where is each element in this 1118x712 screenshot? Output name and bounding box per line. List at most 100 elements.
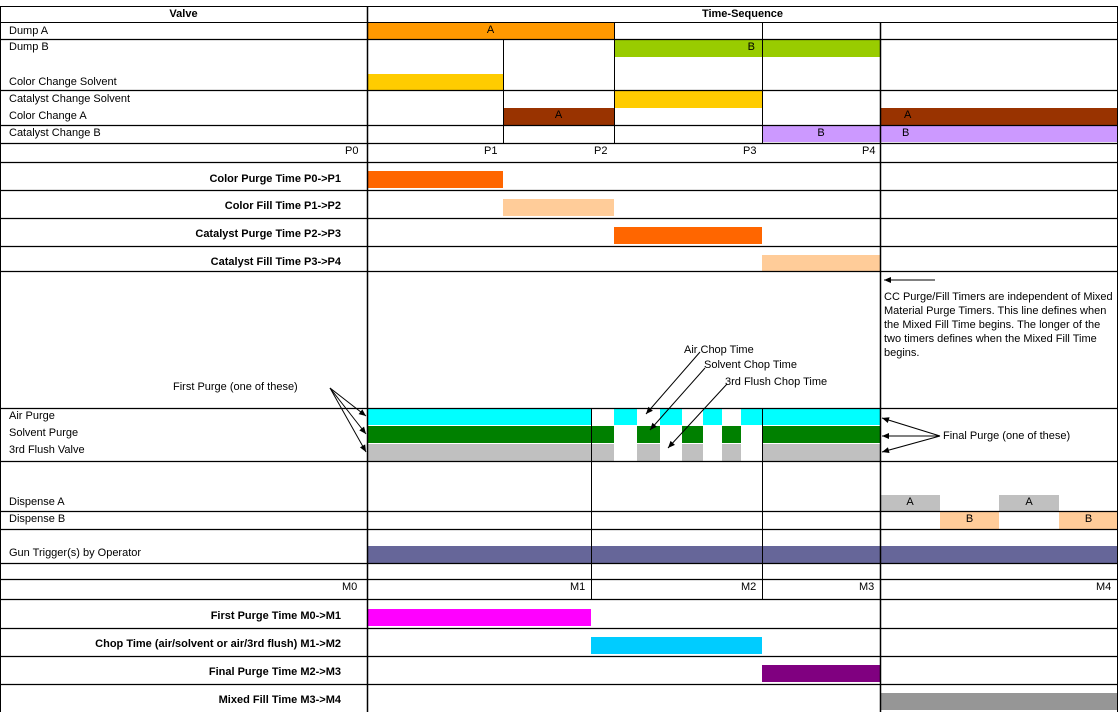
timer-color-fill: Color Fill Time P1->P2 xyxy=(224,200,341,212)
annotation-cc-note: CC Purge/Fill Timers are independent of … xyxy=(884,291,1113,359)
marker-m3: M3 xyxy=(859,581,875,593)
bar-catalyst-change-solvent xyxy=(614,91,762,108)
bar-color-change-a: A xyxy=(503,108,614,125)
bar-color-change-a-right-label: A xyxy=(904,109,912,121)
valve-third-flush: 3rd Flush Valve xyxy=(9,444,85,456)
bar-third-flush-4 xyxy=(762,444,880,461)
arrow-first-purge-flush xyxy=(329,387,367,453)
arrow-final-purge-flush-head xyxy=(882,447,890,454)
timer-final-purge: Final Purge Time M2->M3 xyxy=(208,666,341,678)
bar-third-flush-0 xyxy=(367,444,614,461)
valve-catalyst-change-b: Catalyst Change B xyxy=(9,127,101,139)
bar-dump-b-label: B xyxy=(747,41,755,53)
header-valve: Valve xyxy=(169,8,198,20)
arrow-first-purge-air-head xyxy=(358,409,366,416)
marker-m1: M1 xyxy=(570,581,586,593)
arrow-final-purge-air-head xyxy=(882,417,890,423)
bar-color-change-a-label: A xyxy=(554,109,563,121)
bar-catalyst-change-b: B xyxy=(762,126,880,142)
arrow-flush-chop xyxy=(667,383,728,449)
valve-solvent-purge: Solvent Purge xyxy=(9,427,79,439)
timer-mixed-fill: Mixed Fill Time M3->M4 xyxy=(218,694,341,706)
bar-color-change-a-right: A xyxy=(880,108,1118,125)
marker-p2: P2 xyxy=(594,145,608,157)
marker-p0: P0 xyxy=(345,145,359,157)
bar-third-flush-3 xyxy=(722,444,741,461)
valve-dispense-a: Dispense A xyxy=(9,496,65,508)
bar-catalyst-change-b-label: B xyxy=(817,127,825,139)
annotation-flush-chop: 3rd Flush Chop Time xyxy=(725,376,828,388)
bar-dispense-a-1-label: A xyxy=(906,496,914,508)
arrow-first-purge-solvent xyxy=(329,387,367,435)
annotation-solvent-chop: Solvent Chop Time xyxy=(704,359,797,371)
valve-catalyst-change-solvent: Catalyst Change Solvent xyxy=(9,93,131,105)
bar-chop-time xyxy=(591,637,762,654)
bar-catalyst-change-b-right-label: B xyxy=(902,127,910,139)
bar-dump-a: A xyxy=(367,23,614,39)
bar-dispense-b-2: B xyxy=(1059,512,1118,529)
marker-m0: M0 xyxy=(342,581,358,593)
bar-third-flush-2 xyxy=(682,444,703,461)
marker-p3: P3 xyxy=(743,145,757,157)
bar-catalyst-purge-time xyxy=(614,227,762,244)
bar-mixed-fill-time xyxy=(880,693,1118,710)
arrow-air-chop-head xyxy=(646,406,653,414)
bar-dump-b: B xyxy=(614,40,880,57)
arrow-first-purge-air xyxy=(329,387,367,417)
arrow-solvent-chop xyxy=(649,367,706,431)
bar-solvent-purge-3 xyxy=(722,426,741,443)
bar-air-purge-1 xyxy=(614,409,637,425)
bar-dispense-a-2-label: A xyxy=(1025,496,1033,508)
bar-third-flush-1 xyxy=(637,444,660,461)
bar-final-purge-time xyxy=(762,665,880,682)
timer-first-purge: First Purge Time M0->M1 xyxy=(210,610,341,622)
marker-m2: M2 xyxy=(741,581,757,593)
bar-solvent-purge-0 xyxy=(367,426,614,443)
timer-catalyst-fill: Catalyst Fill Time P3->P4 xyxy=(210,256,341,268)
bar-solvent-purge-2 xyxy=(682,426,703,443)
bar-dispense-b-1-label: B xyxy=(965,513,974,525)
arrow-first-purge-solvent-head xyxy=(359,426,366,434)
arrow-first-purge-flush-head xyxy=(359,444,366,452)
arrow-final-purge-flush xyxy=(881,435,941,453)
timer-chop: Chop Time (air/solvent or air/3rd flush)… xyxy=(95,638,341,650)
valve-color-change-solvent: Color Change Solvent xyxy=(9,76,117,88)
arrow-cc-note-head xyxy=(884,277,891,283)
bar-first-purge-time xyxy=(367,609,591,626)
timer-color-purge: Color Purge Time P0->P1 xyxy=(209,173,341,185)
valve-dump-b: Dump B xyxy=(9,41,49,53)
timer-catalyst-purge: Catalyst Purge Time P2->P3 xyxy=(195,228,341,240)
annotation-final-purge: Final Purge (one of these) xyxy=(943,430,1071,442)
bar-dump-a-label: A xyxy=(486,24,495,36)
bar-dispense-b-2-label: B xyxy=(1084,513,1093,525)
arrow-solvent-chop-head xyxy=(650,422,657,430)
arrow-air-chop xyxy=(645,351,701,415)
bar-color-purge-time xyxy=(367,171,503,188)
annotation-air-chop: Air Chop Time xyxy=(684,344,754,356)
bar-gun-trigger xyxy=(367,546,1118,563)
bar-air-purge-4 xyxy=(741,409,880,425)
bar-air-purge-0 xyxy=(367,409,591,425)
arrow-flush-chop-head xyxy=(668,440,675,448)
valve-dispense-b: Dispense B xyxy=(9,513,66,525)
bar-color-fill-time xyxy=(503,199,614,216)
bar-dispense-b-1: B xyxy=(940,512,999,529)
arrow-final-purge-solvent-head xyxy=(882,433,889,439)
valve-dump-a: Dump A xyxy=(9,25,49,37)
valve-gun-trigger: Gun Trigger(s) by Operator xyxy=(9,547,142,559)
annotation-first-purge: First Purge (one of these) xyxy=(173,381,298,393)
bar-color-change-solvent xyxy=(367,74,503,90)
bar-catalyst-change-b-right: B xyxy=(880,126,1118,142)
valve-air-purge: Air Purge xyxy=(9,410,55,422)
bar-solvent-purge-4 xyxy=(762,426,880,443)
bar-air-purge-3 xyxy=(703,409,722,425)
bar-solvent-purge-1 xyxy=(637,426,660,443)
bar-catalyst-fill-time xyxy=(762,255,880,272)
marker-p4: P4 xyxy=(862,145,876,157)
marker-m4: M4 xyxy=(1096,581,1112,593)
bar-dispense-a-2: A xyxy=(999,495,1059,511)
arrow-final-purge-air xyxy=(881,417,941,437)
bar-dispense-a-1: A xyxy=(880,495,940,511)
